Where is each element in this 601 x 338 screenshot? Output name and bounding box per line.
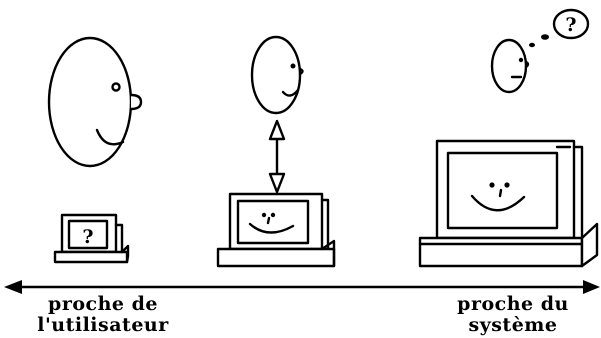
label-close-to-user-line-2: l'utilisateur — [28, 316, 178, 337]
medium-computer — [218, 194, 334, 266]
thought-question-mark: ? — [565, 14, 576, 36]
thought-dot-1 — [529, 43, 535, 47]
label-close-to-system-line-1: proche du — [438, 295, 588, 316]
bidirectional-arrow — [270, 121, 284, 192]
label-close-to-system-line-2: système — [438, 316, 588, 337]
medium-user-face — [252, 37, 303, 113]
large-face-nose — [131, 95, 141, 109]
label-close-to-system: proche du système — [438, 295, 588, 337]
small-computer: ? — [55, 215, 128, 262]
spectrum-axis-arrow — [4, 280, 600, 294]
thought-bubble: ? — [529, 10, 588, 47]
label-close-to-user: proche de l'utilisateur — [28, 295, 178, 337]
large-computer — [420, 141, 597, 266]
small-face-eye — [519, 58, 523, 62]
axis-left-arrowhead — [4, 280, 22, 294]
large-user-face — [49, 38, 141, 166]
small-puzzled-user-face — [492, 40, 528, 92]
thought-dot-2 — [541, 34, 549, 40]
medium-face-eye — [291, 64, 296, 69]
axis-right-arrowhead — [583, 280, 600, 294]
small-computer-question-mark: ? — [82, 226, 93, 248]
label-close-to-user-line-1: proche de — [28, 295, 178, 316]
